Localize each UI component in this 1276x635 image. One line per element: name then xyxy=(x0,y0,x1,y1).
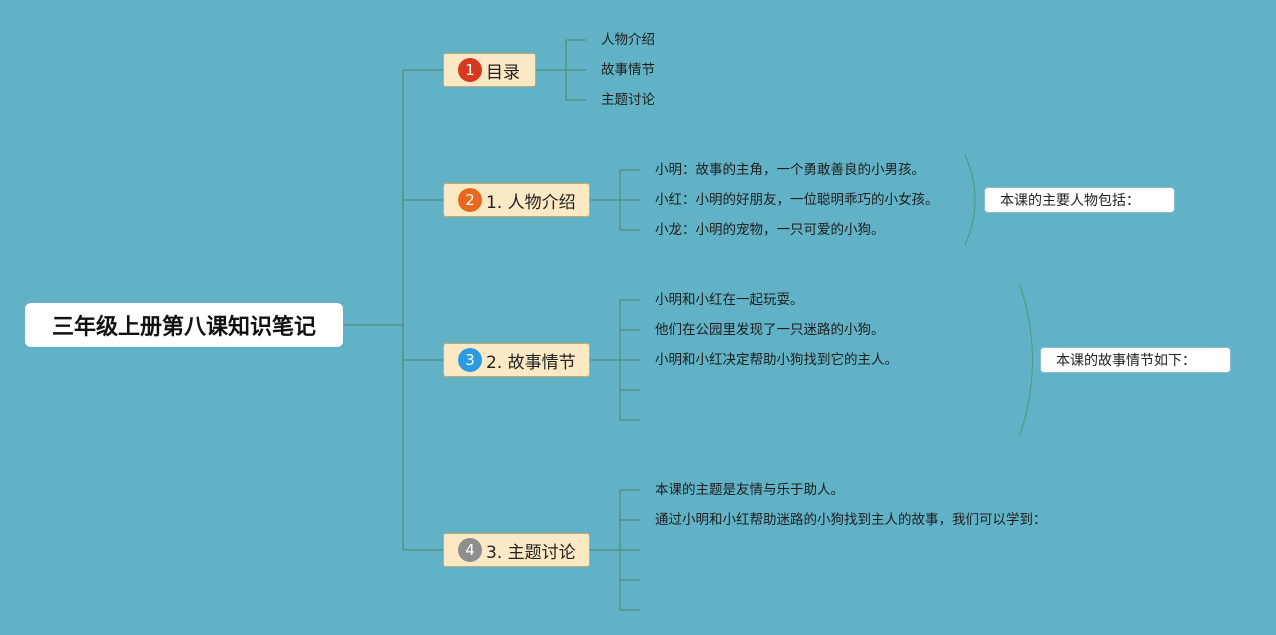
root-topic[interactable]: 三年级上册第八课知识笔记 xyxy=(25,303,343,347)
branch-label: 3. 主题讨论 xyxy=(486,542,576,563)
root-title: 三年级上册第八课知识笔记 xyxy=(51,315,316,340)
leaf-plot-2[interactable]: 他们在公园里发现了一只迷路的小狗。 xyxy=(655,322,885,338)
number-badge-icon: 1 xyxy=(458,58,482,82)
leaf-xiaohong[interactable]: 小红：小明的好朋友，一位聪明乖巧的小女孩。 xyxy=(655,192,939,208)
branch-label: 目录 xyxy=(486,62,520,83)
branch-theme[interactable]: 4 3. 主题讨论 xyxy=(443,533,590,567)
branch-plot[interactable]: 3 2. 故事情节 xyxy=(443,343,590,377)
branch-characters[interactable]: 2 1. 人物介绍 xyxy=(443,183,590,217)
branch-label: 1. 人物介绍 xyxy=(486,192,576,213)
summary-label: 本课的主要人物包括： xyxy=(1000,193,1140,209)
leaf-plot-3[interactable]: 小明和小红决定帮助小狗找到它的主人。 xyxy=(655,352,898,368)
leaf-xiaoming[interactable]: 小明：故事的主角，一个勇敢善良的小男孩。 xyxy=(655,162,925,178)
leaf-characters[interactable]: 人物介绍 xyxy=(601,32,655,48)
leaf-theme-2[interactable]: 通过小明和小红帮助迷路的小狗找到主人的故事，我们可以学到： xyxy=(655,512,1047,528)
summary-characters[interactable]: 本课的主要人物包括： xyxy=(984,187,1175,213)
leaf-plot-1[interactable]: 小明和小红在一起玩耍。 xyxy=(655,292,804,308)
leaf-theme-1[interactable]: 本课的主题是友情与乐于助人。 xyxy=(655,482,844,498)
leaf-xiaolong[interactable]: 小龙：小明的宠物，一只可爱的小狗。 xyxy=(655,222,885,238)
number-badge-icon: 2 xyxy=(458,188,482,212)
summary-plot[interactable]: 本课的故事情节如下： xyxy=(1040,347,1231,373)
leaf-plot[interactable]: 故事情节 xyxy=(601,62,655,78)
summary-label: 本课的故事情节如下： xyxy=(1056,353,1196,369)
branch-contents[interactable]: 1 目录 xyxy=(443,53,536,87)
branch-label: 2. 故事情节 xyxy=(486,352,576,373)
number-badge-icon: 4 xyxy=(458,538,482,562)
number-badge-icon: 3 xyxy=(458,348,482,372)
leaf-theme[interactable]: 主题讨论 xyxy=(601,92,655,108)
